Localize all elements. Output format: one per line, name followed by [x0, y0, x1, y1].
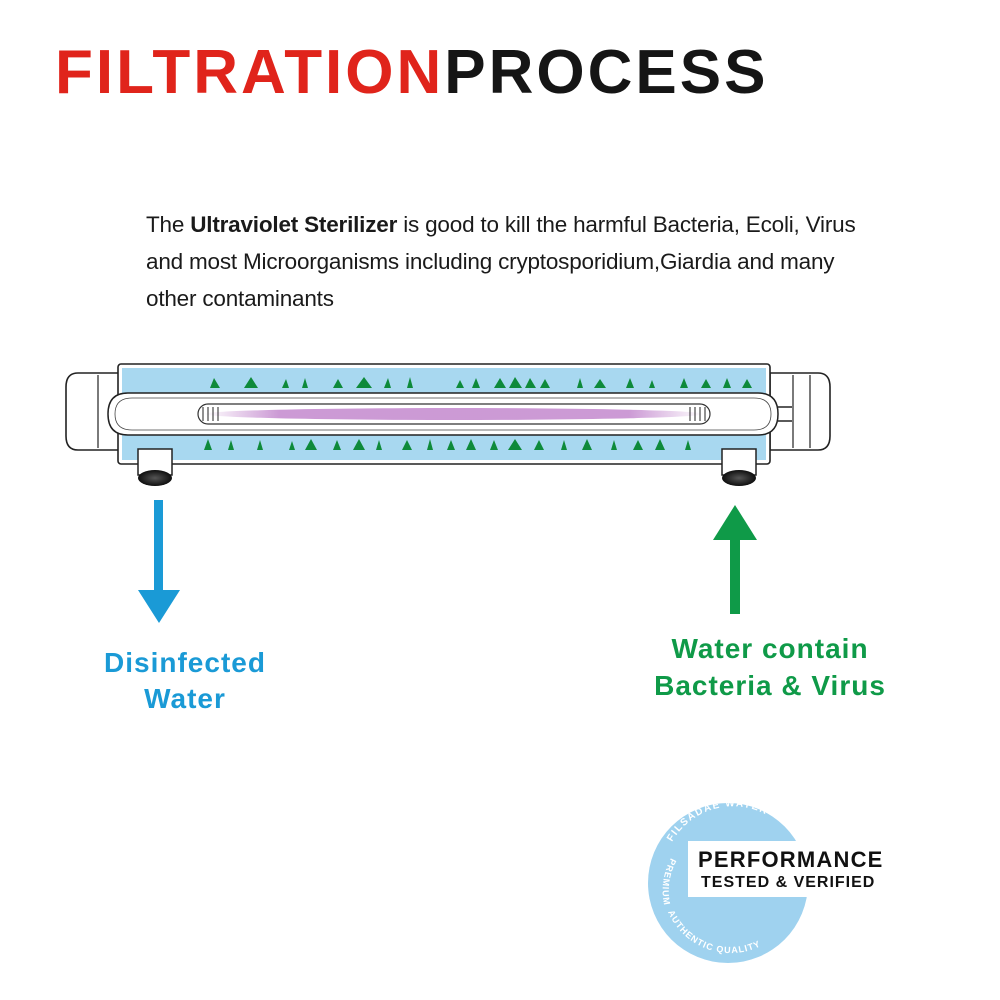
inlet-label-line-2: Bacteria & Virus [654, 670, 886, 701]
title-process: PROCESS [444, 38, 769, 107]
description-line-2: and most Microorganisms including crypto… [146, 249, 835, 274]
inlet-label: Water contain Bacteria & Virus [610, 630, 930, 704]
bacteria-particles [204, 377, 752, 450]
left-end-cap [65, 372, 121, 451]
arrow-down-icon [138, 500, 180, 623]
lamp-right-contacts [689, 407, 706, 421]
title-filtration: FILTRATION [55, 38, 445, 107]
description-line-3: other contaminants [146, 286, 334, 311]
description-line-1: The Ultraviolet Sterilizer is good to ki… [146, 212, 856, 237]
inlet-label-line-1: Water contain [671, 633, 869, 664]
outlet-label-line-2: Water [144, 683, 226, 714]
lamp-left-contacts [202, 407, 219, 421]
arrow-up-icon [713, 505, 757, 614]
badge-tested-verified: TESTED & VERIFIED [701, 874, 876, 891]
outlet-label: Disinfected Water [70, 645, 300, 717]
outlet-label-line-1: Disinfected [104, 647, 266, 678]
uv-light-glow [204, 408, 704, 420]
lamp-pins [778, 406, 792, 422]
description: The Ultraviolet Sterilizer is good to ki… [146, 206, 946, 317]
badge-text: PERFORMANCE TESTED & VERIFIED [698, 848, 884, 894]
inlet-port [721, 448, 757, 486]
page-title: FILTRATIONPROCESS [55, 42, 769, 104]
uv-lamp [197, 403, 792, 425]
badge-performance: PERFORMANCE [698, 847, 884, 872]
quality-badge: FILSADAE WATER PREMIUM AUTHENTIC QUALITY [648, 798, 918, 963]
outlet-port [137, 448, 173, 486]
product-name: Ultraviolet Sterilizer [190, 212, 398, 237]
right-end-cap [769, 372, 831, 451]
